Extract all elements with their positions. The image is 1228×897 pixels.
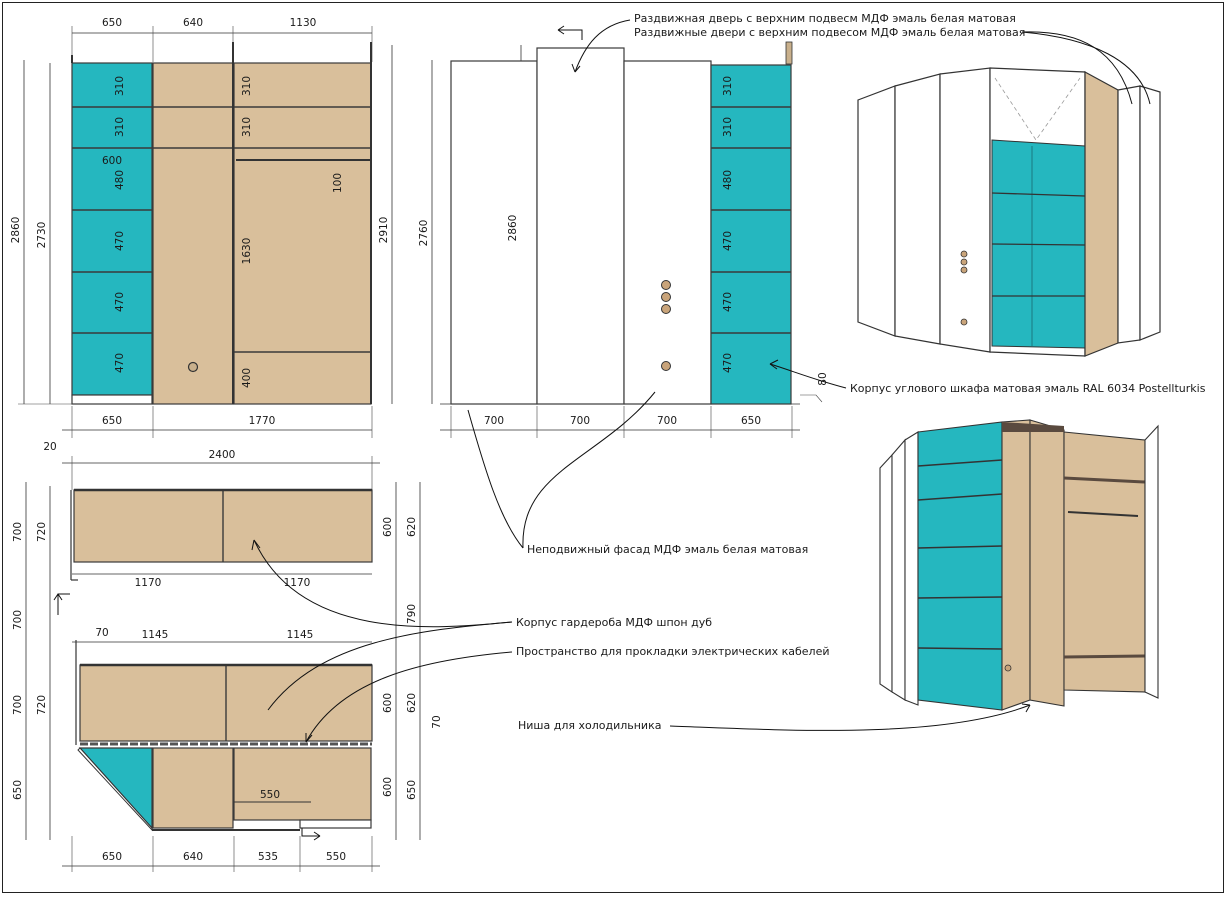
front-width-3: 700: [657, 415, 677, 427]
front-height-1: 2760: [418, 220, 430, 247]
shelf-dim: 480: [114, 170, 126, 190]
plan-right-7: 600: [382, 777, 394, 797]
dim-height-right: 2910: [378, 217, 390, 244]
front-width-4: 650: [741, 415, 761, 427]
fixed-facade-right: [623, 60, 712, 405]
label-sliding-doors: Раздвижные двери с верхним подвесом МДФ …: [634, 26, 1025, 39]
dim-top-2: 640: [183, 17, 203, 29]
dim-height-body: 2730: [36, 222, 48, 249]
front-width-1: 700: [484, 415, 504, 427]
plan-bottom-1: 650: [102, 851, 122, 863]
shelf-dim: 470: [722, 353, 734, 373]
oak-hanging-section: [233, 62, 372, 405]
shelf-dim: 310: [114, 117, 126, 137]
plan-left-2: 720: [36, 522, 48, 542]
plan-bottom-3: 535: [258, 851, 278, 863]
perspective-open: [879, 419, 1159, 711]
shelf-dim: 310: [722, 76, 734, 96]
shelf-dim: 310: [241, 117, 253, 137]
plan-top: 2400: [209, 449, 236, 461]
plan-lower-1: 1145: [142, 629, 169, 641]
dim-top-3: 1130: [290, 17, 317, 29]
label-corner-body: Корпус углового шкафа матовая эмаль RAL …: [850, 382, 1206, 395]
label-fixed-facade: Неподвижный фасад МДФ эмаль белая матова…: [527, 543, 808, 556]
plinth-dim: 80: [817, 372, 829, 385]
label-sliding-door: Раздвижная дверь с верхним подвесм МДФ э…: [634, 12, 1016, 25]
plan-bottom-4: 550: [326, 851, 346, 863]
perspective-closed: [857, 67, 1161, 357]
internal-elevation: 650 640 1130 2860 2730 2910 310 310 600 …: [10, 17, 393, 438]
plan-gap: 70: [95, 627, 108, 639]
shelf-dim: 470: [114, 292, 126, 312]
shelf-dim: 480: [722, 170, 734, 190]
section-dim: 400: [241, 368, 253, 388]
teal-shelving-column: [71, 62, 153, 396]
plan-right-1: 600: [382, 517, 394, 537]
shelf-dim: 310: [241, 76, 253, 96]
plan-upper-2: 1170: [284, 577, 311, 589]
dim-height-total: 2860: [10, 217, 22, 244]
dim-bottom-1: 650: [102, 415, 122, 427]
annotations: Раздвижная дверь с верхним подвесм МДФ э…: [251, 12, 1206, 743]
plan-right-3: 790: [406, 604, 418, 624]
rod-dim: 100: [332, 173, 344, 193]
plan-view: 2400 20 1170 1170 70 1145 1145 550 650 6…: [12, 441, 443, 872]
label-cable-space: Пространство для прокладки электрических…: [516, 645, 830, 658]
front-width-2: 700: [570, 415, 590, 427]
plan-left-3: 700: [12, 610, 24, 630]
turquoise-corner-column: [710, 64, 792, 405]
shelf-dim: 470: [114, 353, 126, 373]
label-fridge-niche: Ниша для холодильника: [518, 719, 661, 732]
plan-bottom-2: 640: [183, 851, 203, 863]
sliding-door: [536, 47, 625, 405]
plan-right-5: 620: [406, 693, 418, 713]
shelf-dim: 470: [114, 231, 126, 251]
shelf-dim: 310: [114, 76, 126, 96]
plan-right-2: 620: [406, 517, 418, 537]
plan-right-6: 70: [431, 715, 443, 728]
plan-marker: 20: [43, 441, 56, 453]
front-elevation: 2760 2860 310 310 480 470 470 470 80 700…: [418, 25, 829, 438]
door-handle: [187, 361, 199, 373]
front-height-2: 2860: [507, 215, 519, 242]
plan-right-8: 650: [406, 780, 418, 800]
dim-bottom-2: 1770: [249, 415, 276, 427]
shelf-dim: 600: [102, 155, 122, 167]
plan-lower-2: 1145: [287, 629, 314, 641]
shelf-dim: 310: [722, 117, 734, 137]
shelf-dim: 470: [722, 292, 734, 312]
section-dim: 1630: [241, 238, 253, 265]
plan-right-4: 600: [382, 693, 394, 713]
plan-left-1: 700: [12, 522, 24, 542]
fixed-facade-left: [450, 60, 538, 405]
plan-left-4: 700: [12, 695, 24, 715]
oak-middle-section: [152, 62, 234, 405]
plan-inner: 550: [260, 789, 280, 801]
shelf-dim: 470: [722, 231, 734, 251]
bottom-oak-plan: [152, 747, 234, 829]
plan-left-6: 650: [12, 780, 24, 800]
dim-top-1: 650: [102, 17, 122, 29]
plan-upper-1: 1170: [135, 577, 162, 589]
plan-left-5: 720: [36, 695, 48, 715]
label-wardrobe-body: Корпус гардероба МДФ шпон дуб: [516, 616, 712, 629]
